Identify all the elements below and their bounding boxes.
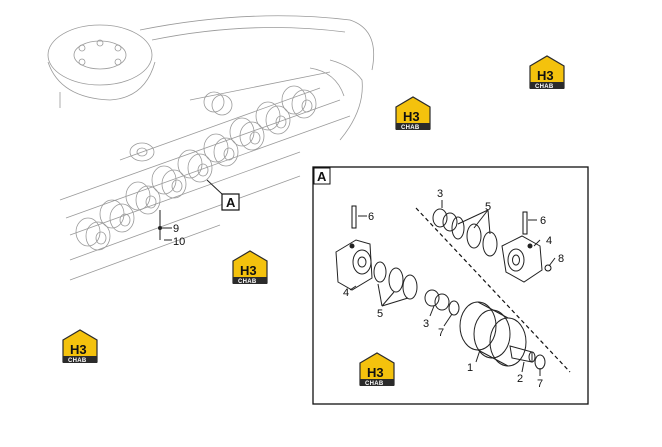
watermark-logo: H3 CHAB xyxy=(359,352,395,387)
callout-4-left: 4 xyxy=(343,287,349,299)
svg-text:H3: H3 xyxy=(403,109,420,124)
detail-leaders xyxy=(349,200,556,376)
callout-9: 9 xyxy=(173,223,179,235)
callout-2: 2 xyxy=(517,373,523,385)
callout-6-left: 6 xyxy=(368,211,374,223)
callout-3-upper: 3 xyxy=(437,188,443,200)
detail-box-title: A xyxy=(317,169,327,184)
watermark-logo: H3 CHAB xyxy=(232,250,268,285)
callout-7-right: 7 xyxy=(537,378,543,390)
svg-text:H3: H3 xyxy=(367,365,384,380)
callout-8: 8 xyxy=(558,253,564,265)
svg-text:CHAB: CHAB xyxy=(401,125,420,131)
svg-text:CHAB: CHAB xyxy=(68,358,87,364)
callout-a-leader xyxy=(206,179,223,195)
track-frame-overview xyxy=(47,15,375,281)
detail-box-title-frame xyxy=(313,167,331,185)
callout-6-right: 6 xyxy=(540,215,546,227)
watermark-logo: H3 CHAB xyxy=(529,55,565,90)
svg-text:H3: H3 xyxy=(240,263,257,278)
svg-text:CHAB: CHAB xyxy=(365,381,384,387)
watermark-logo: H3 CHAB xyxy=(62,329,98,364)
callout-5-lower: 5 xyxy=(377,308,383,320)
callout-7-left: 7 xyxy=(438,327,444,339)
callout-10: 10 xyxy=(173,236,185,248)
callout-a-label: A xyxy=(226,195,236,210)
svg-text:CHAB: CHAB xyxy=(535,84,554,90)
roller-row-overview xyxy=(75,85,317,251)
callout-a-box xyxy=(221,193,240,211)
callout-5-upper: 5 xyxy=(485,201,491,213)
bolt-9-10: 9 10 xyxy=(158,210,185,248)
svg-text:CHAB: CHAB xyxy=(238,279,257,285)
callout-4-right: 4 xyxy=(546,235,552,247)
detail-callouts: 6 6 3 5 4 5 4 8 3 7 1 2 7 xyxy=(343,188,564,390)
detail-box-a xyxy=(312,166,589,405)
callout-1: 1 xyxy=(467,362,473,374)
watermark-logo: H3 CHAB xyxy=(395,96,431,131)
svg-text:H3: H3 xyxy=(70,342,87,357)
callout-3-lower: 3 xyxy=(423,318,429,330)
svg-text:H3: H3 xyxy=(537,68,554,83)
exploded-roller-assembly xyxy=(335,205,571,373)
